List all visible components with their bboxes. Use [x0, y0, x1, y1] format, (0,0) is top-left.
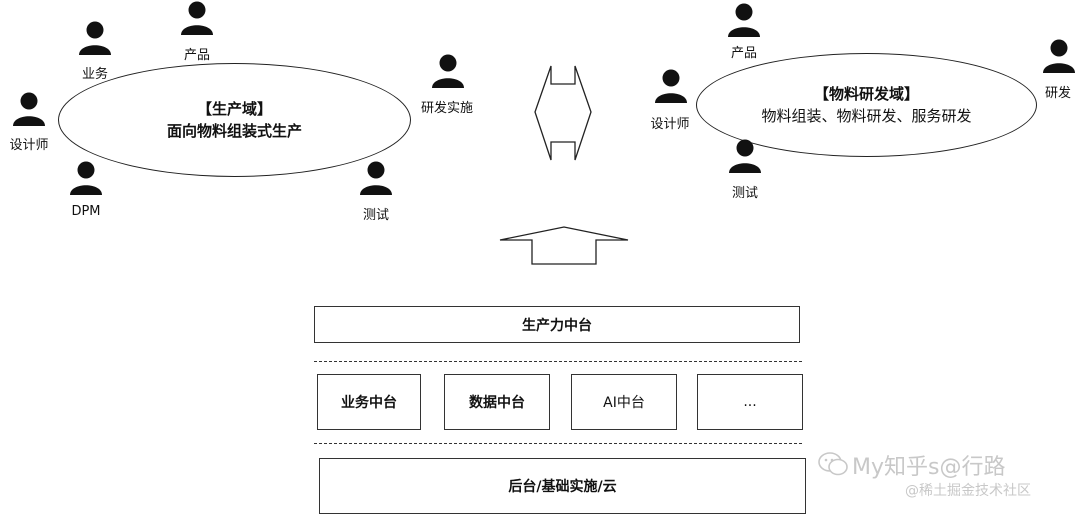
role-label-business: 业务	[81, 67, 109, 82]
person-icon	[68, 160, 104, 196]
productivity-middle-platform: 生产力中台	[314, 306, 800, 343]
role-label-testing: 测试	[731, 186, 759, 201]
middle-platform-business: 业务中台	[317, 374, 421, 430]
material-rnd-domain-ellipse: 【物料研发域】 物料组装、物料研发、服务研发	[696, 53, 1037, 157]
divider	[314, 361, 802, 362]
role-label-rnd: 研发	[1044, 86, 1072, 101]
double-arrow-icon	[533, 64, 593, 168]
material-rnd-domain-title: 【物料研发域】	[813, 85, 919, 103]
role-label-designer: 设计师	[650, 117, 690, 132]
role-label-product: 产品	[183, 48, 211, 63]
wechat-icon	[818, 451, 848, 481]
middle-platform-more: ...	[697, 374, 803, 430]
person-icon	[726, 2, 762, 38]
role-label-product: 产品	[730, 46, 758, 61]
up-arrow-icon	[498, 226, 630, 270]
person-icon	[1041, 38, 1077, 74]
person-icon	[653, 68, 689, 104]
middle-platform-ai: AI中台	[571, 374, 677, 430]
divider	[314, 443, 802, 444]
role-label-designer: 设计师	[9, 138, 49, 153]
production-domain-title: 【生产域】	[196, 100, 272, 118]
person-icon	[11, 91, 47, 127]
watermark-line1: My知乎s@行路	[852, 455, 1006, 480]
backend-infra-cloud: 后台/基础实施/云	[319, 458, 806, 514]
person-icon	[358, 160, 394, 196]
person-icon	[430, 53, 466, 89]
person-icon	[727, 138, 763, 174]
role-label-rnd-impl: 研发实施	[420, 101, 474, 116]
person-icon	[179, 0, 215, 36]
middle-platform-data: 数据中台	[444, 374, 550, 430]
person-icon	[77, 20, 113, 56]
production-domain-subtitle: 面向物料组装式生产	[166, 122, 302, 140]
role-label-testing: 测试	[362, 208, 390, 223]
material-rnd-domain-subtitle: 物料组装、物料研发、服务研发	[761, 107, 972, 125]
role-label-dpm: DPM	[71, 204, 101, 219]
production-domain-ellipse: 【生产域】 面向物料组装式生产	[58, 63, 411, 177]
watermark-line2: @稀土掘金技术社区	[905, 483, 1031, 499]
